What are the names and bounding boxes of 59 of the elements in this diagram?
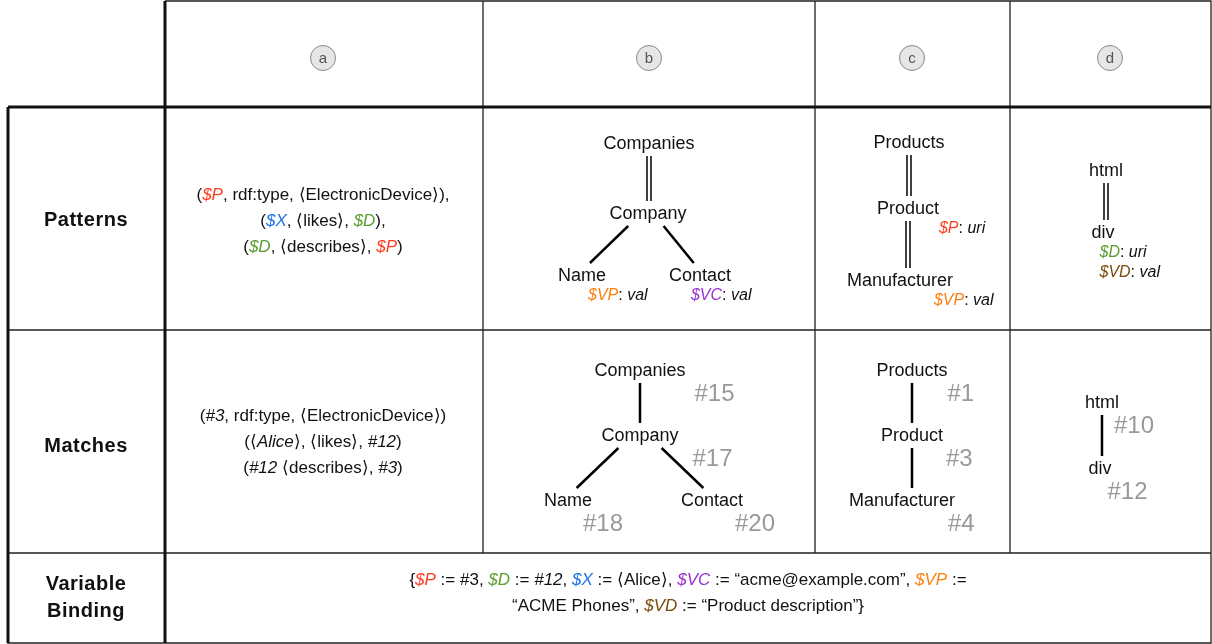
tree-node-label: Product [876,198,939,218]
row-header: Matches [43,433,129,458]
tree-node-label: html [1085,392,1119,412]
variable-annotation: $VC: val [690,285,752,305]
tree-node-label: Products [873,132,945,152]
tree-node-label: html [1089,160,1123,180]
tree-node-label: Company [609,203,687,223]
variable-annotation: $VP: val [933,290,994,310]
row-header: Variable Binding [44,571,128,623]
node-id: #17 [692,445,733,471]
tree-node-label: div [1091,222,1115,242]
tree-node-label: Name [558,265,606,285]
tree-edge [662,225,695,264]
node-id: #18 [583,510,624,536]
table-cell-text: {$P := #3, $D := #12, $X := ⟨Alice⟩, $VC := “acme@example.com”, $VP := “ACME Phones”, $VD := “Product description”} [408,569,968,617]
variable-annotation: $D: uri [1099,242,1147,262]
node-id: #4 [947,510,975,536]
tree-edge [910,383,914,423]
table-cell-text: (#3, rdf:type, ⟨ElectronicDevice⟩) [199,405,447,426]
node-id: #1 [947,380,975,406]
tree-node-label: Manufacturer [848,490,956,510]
tree-node-label: Manufacturer [846,270,954,290]
node-id: #10 [1114,412,1155,438]
tree-node-label: Contact [668,265,731,285]
table-cell-text: (⟨Alice⟩, ⟨likes⟩, #12) [244,431,402,452]
callout-letter: a [310,45,336,71]
tree-edge [589,225,630,264]
variable-annotation: $VP: val [588,285,648,305]
tree-edge [1100,415,1104,456]
tree-edge [575,447,620,489]
double-line [906,154,912,197]
tree-node-label: Company [601,425,679,445]
tree-edge [638,383,642,423]
tree-node-label: Products [876,360,948,380]
double-line [905,220,911,269]
node-id: #20 [734,510,775,536]
table-cell-text: ($D, ⟨describes⟩, $P) [243,236,403,257]
tree-node-label: Product [880,425,943,445]
tree-edge [910,448,914,488]
node-id: #12 [1107,478,1148,504]
node-id: #15 [694,380,735,406]
tree-node-label: div [1088,458,1112,478]
node-id: #3 [945,445,973,471]
tree-node-label: Name [544,490,592,510]
tree-node-label: Companies [594,360,686,380]
table-cell-text: ($P, rdf:type, ⟨ElectronicDevice⟩), [196,184,450,205]
variable-annotation: $VD: val [1099,262,1160,282]
callout-letter: b [636,45,662,71]
tree-node-label: Companies [603,133,695,153]
tree-edge [660,447,705,489]
double-line [1103,182,1109,221]
callout-letter: c [899,45,925,71]
callout-letter: d [1097,45,1123,71]
row-header: Patterns [43,207,129,232]
tree-node-label: Contact [680,490,743,510]
table-cell-text: ($X, ⟨likes⟩, $D), [260,210,386,231]
double-line [646,155,652,202]
variable-annotation: $P: uri [938,218,986,238]
table-cell-text: (#12 ⟨describes⟩, #3) [243,457,403,478]
